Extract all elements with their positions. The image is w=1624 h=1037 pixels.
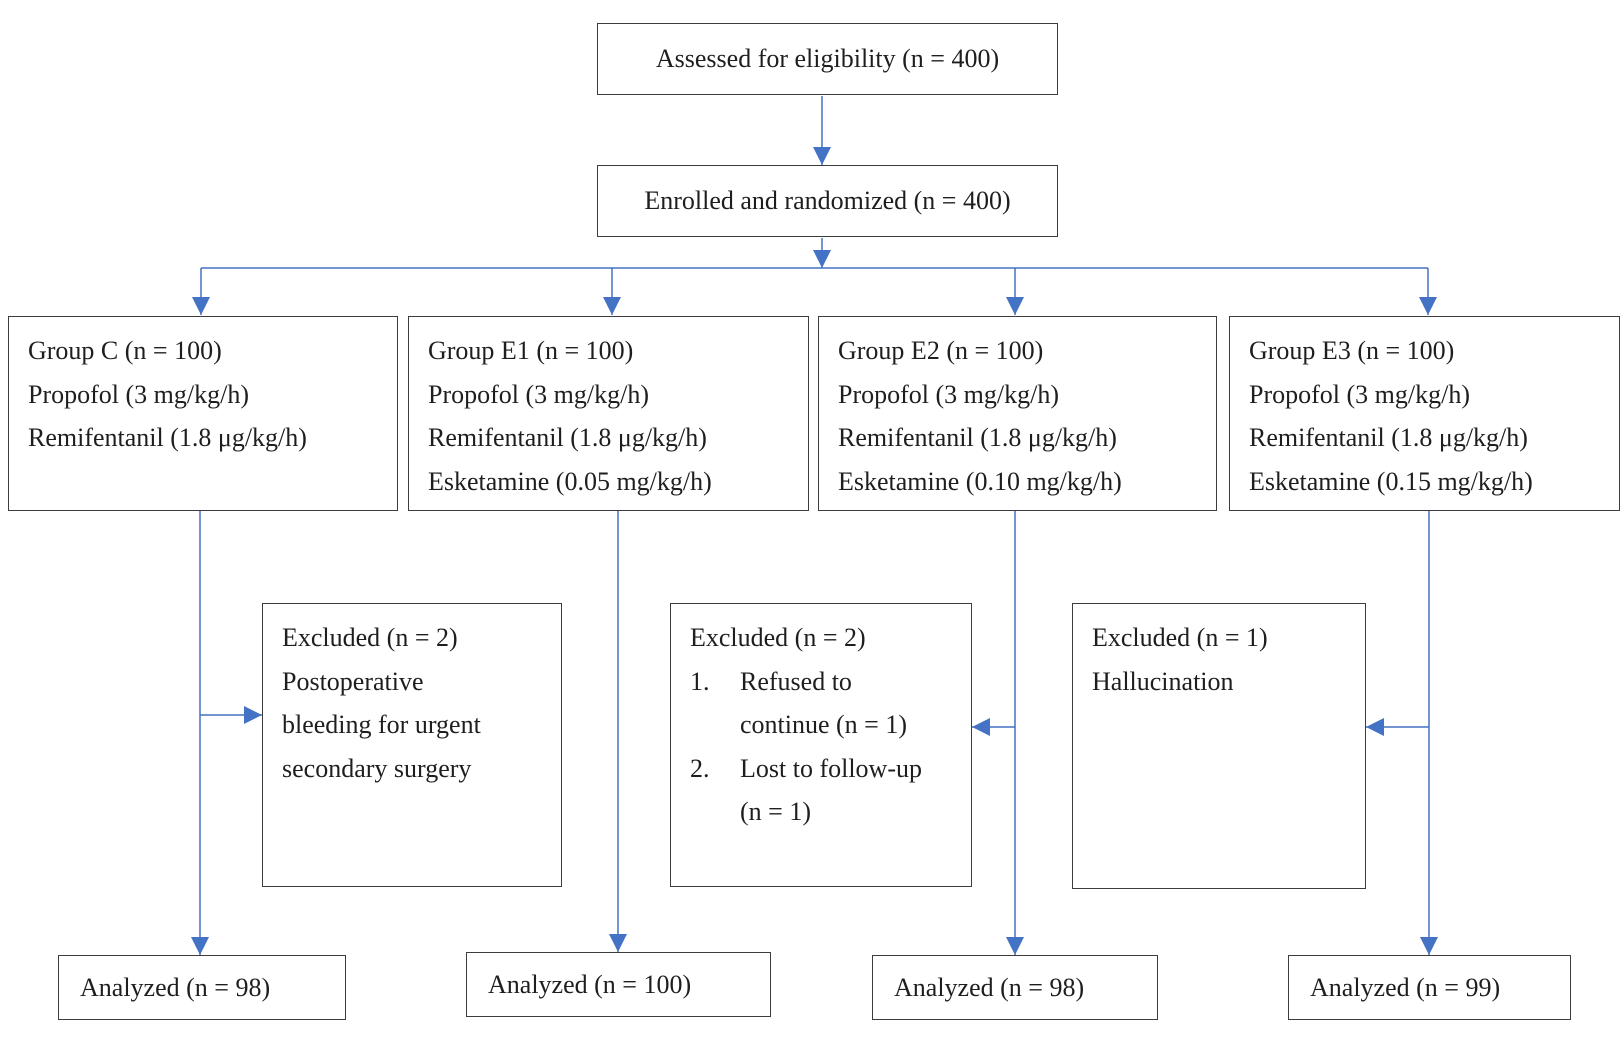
list-number: 1. (690, 666, 710, 696)
analyzed-group-e3-label: Analyzed (n = 99) (1310, 972, 1501, 1002)
exclusion-group-e3-title: Excluded (n = 1) (1092, 623, 1268, 652)
exclusion-group-c-reason: secondary surgery (282, 753, 472, 783)
group-e1-esketamine: Esketamine (0.05 mg/kg/h) (428, 466, 712, 496)
assessed-box: Assessed for eligibility (n = 400) (597, 23, 1058, 95)
exclusion-reason-text: Lost to follow-up (740, 753, 922, 783)
group-c-remifentanil: Remifentanil (1.8 μg/kg/h) (28, 423, 307, 452)
analyzed-group-e3-box: Analyzed (n = 99) (1288, 955, 1571, 1020)
exclusion-group-c-reason: bleeding for urgent (282, 710, 481, 739)
group-e3-title: Group E3 (n = 100) (1249, 336, 1455, 365)
analyzed-group-c-label: Analyzed (n = 98) (80, 972, 271, 1002)
group-e2-title: Group E2 (n = 100) (838, 336, 1044, 365)
group-e1-title: Group E1 (n = 100) (428, 336, 634, 365)
exclusion-group-e3-box: Excluded (n = 1) Hallucination (1072, 603, 1366, 889)
group-e1-box: Group E1 (n = 100) Propofol (3 mg/kg/h) … (408, 316, 809, 511)
group-e3-esketamine: Esketamine (0.15 mg/kg/h) (1249, 466, 1533, 496)
group-c-propofol: Propofol (3 mg/kg/h) (28, 379, 249, 409)
exclusion-reason-continued: continue (n = 1) (740, 710, 908, 739)
group-e2-propofol: Propofol (3 mg/kg/h) (838, 379, 1059, 409)
group-c-title: Group C (n = 100) (28, 336, 222, 365)
group-e3-remifentanil: Remifentanil (1.8 μg/kg/h) (1249, 423, 1528, 452)
exclusion-group-c-title: Excluded (n = 2) (282, 623, 458, 652)
enrolled-box: Enrolled and randomized (n = 400) (597, 165, 1058, 237)
group-e3-box: Group E3 (n = 100) Propofol (3 mg/kg/h) … (1229, 316, 1620, 511)
group-e2-remifentanil: Remifentanil (1.8 μg/kg/h) (838, 423, 1117, 452)
group-e2-box: Group E2 (n = 100) Propofol (3 mg/kg/h) … (818, 316, 1217, 511)
exclusion-reason-text: Refused to (740, 666, 852, 696)
exclusion-group-c-reason: Postoperative (282, 666, 424, 696)
analyzed-group-e2-label: Analyzed (n = 98) (894, 972, 1085, 1002)
exclusion-group-e2-title: Excluded (n = 2) (690, 623, 866, 652)
enrolled-label: Enrolled and randomized (n = 400) (644, 186, 1011, 216)
group-e3-propofol: Propofol (3 mg/kg/h) (1249, 379, 1470, 409)
analyzed-group-e1-label: Analyzed (n = 100) (488, 969, 692, 999)
list-number: 2. (690, 753, 710, 783)
exclusion-group-e2-box: Excluded (n = 2) 1. Refused to continue … (670, 603, 972, 887)
group-e2-esketamine: Esketamine (0.10 mg/kg/h) (838, 466, 1122, 496)
exclusion-reason-item: 1. Refused to (690, 660, 971, 704)
analyzed-group-c-box: Analyzed (n = 98) (58, 955, 346, 1020)
analyzed-group-e1-box: Analyzed (n = 100) (466, 952, 771, 1017)
group-e1-propofol: Propofol (3 mg/kg/h) (428, 379, 649, 409)
exclusion-reason-item: 2. Lost to follow-up (690, 747, 971, 791)
group-c-box: Group C (n = 100) Propofol (3 mg/kg/h) R… (8, 316, 398, 511)
assessed-label: Assessed for eligibility (n = 400) (655, 44, 1000, 74)
exclusion-group-c-box: Excluded (n = 2) Postoperative bleeding … (262, 603, 562, 887)
exclusion-group-e3-reason: Hallucination (1092, 666, 1234, 696)
analyzed-group-e2-box: Analyzed (n = 98) (872, 955, 1158, 1020)
group-e1-remifentanil: Remifentanil (1.8 μg/kg/h) (428, 423, 707, 452)
exclusion-reason-continued: (n = 1) (740, 797, 811, 826)
